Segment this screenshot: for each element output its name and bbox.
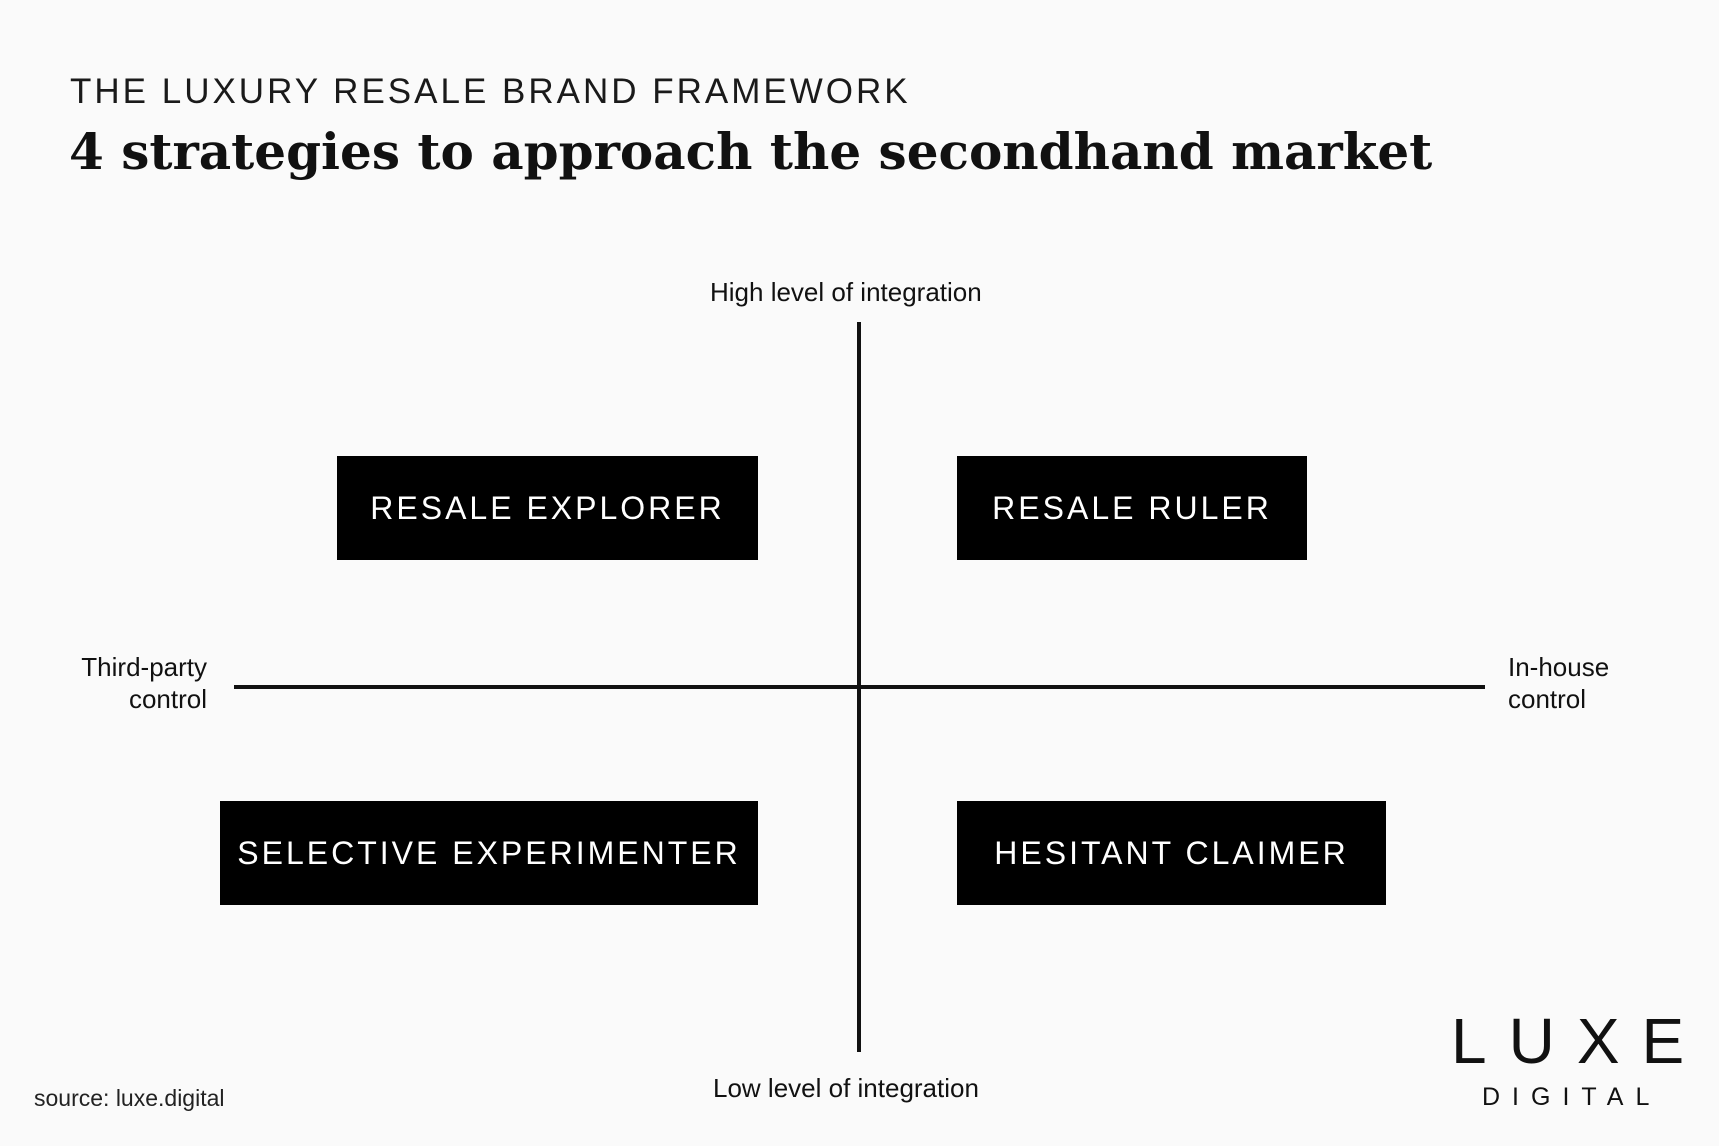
axis-label-left-line2: control (128, 684, 207, 714)
quadrant-label: RESALE RULER (992, 489, 1272, 526)
page-title: 4 strategies to approach the secondhand … (69, 122, 1433, 181)
quadrant-selective-experimenter: SELECTIVE EXPERIMENTER (220, 801, 758, 905)
axis-label-left-line1: Third-party (81, 652, 207, 682)
axis-label-right-line1: In-house (1508, 652, 1610, 682)
source-note: source: luxe.digital (34, 1085, 225, 1111)
framework-eyebrow: THE LUXURY RESALE BRAND FRAMEWORK (70, 72, 911, 111)
quadrant-label: SELECTIVE EXPERIMENTER (237, 834, 741, 871)
luxe-logo-wordmark: LUXE (1451, 1005, 1707, 1077)
luxe-logo-subtitle: DIGITAL (1482, 1083, 1662, 1111)
quadrant-hesitant-claimer: HESITANT CLAIMER (957, 801, 1386, 905)
quadrant-label: HESITANT CLAIMER (994, 834, 1349, 871)
axis-label-left: Third-party control (40, 651, 207, 715)
horizontal-axis-line (234, 685, 1485, 689)
axis-label-top: High level of integration (710, 277, 982, 307)
quadrant-resale-ruler: RESALE RULER (957, 456, 1307, 560)
quadrant-label: RESALE EXPLORER (370, 489, 725, 526)
axis-label-bottom: Low level of integration (713, 1073, 979, 1103)
axis-label-right-line2: control (1508, 684, 1587, 714)
axis-label-right: In-house control (1508, 651, 1678, 715)
quadrant-resale-explorer: RESALE EXPLORER (337, 456, 758, 560)
